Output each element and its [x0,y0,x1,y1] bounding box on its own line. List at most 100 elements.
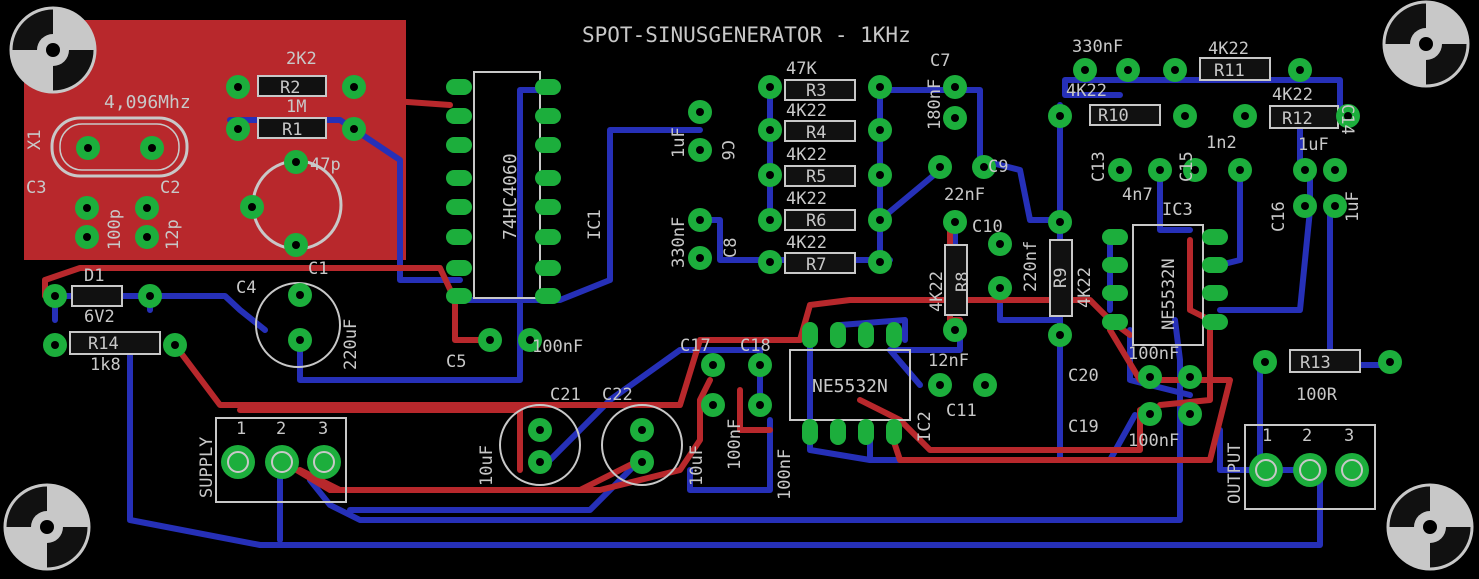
pad-drill [148,144,156,152]
label-c21: C21 [550,385,581,405]
label-ic3-part: NE5532N [1159,258,1179,330]
pad-drill [1331,202,1339,210]
pad-drill [1344,112,1352,120]
label-r7: R7 [806,255,826,275]
label-supply-pin2: 2 [276,419,286,439]
label-c6-value: 1uF [669,127,689,158]
d1-body [71,285,123,307]
mount-hole-tl [9,6,97,94]
label-r8-value: 4K22 [927,271,947,312]
label-c4: C4 [236,278,256,298]
label-ic1-part: 74HC4060 [500,153,521,240]
ic-pad [886,419,902,445]
pad-drill [996,284,1004,292]
label-c18: C18 [740,336,771,356]
label-r13-value: 100R [1296,385,1338,405]
ic-pad [1102,229,1128,245]
pad-drill [766,126,774,134]
terminal-screw [1255,459,1277,481]
label-c12-value: 330nF [1072,37,1123,57]
ic-pad [1202,314,1228,330]
label-c3-value: 100p [105,209,125,250]
output-terminal-body [1244,424,1376,510]
pad-drill [936,381,944,389]
pad-drill [951,218,959,226]
pad-drill [696,254,704,262]
ic-pad [535,108,561,124]
label-c21-value: 10uF [477,445,497,486]
terminal-pad [1335,453,1369,487]
pad-drill [876,83,884,91]
label-r4-value: 4K22 [786,101,827,121]
terminal-screw [227,451,249,473]
label-r8: R8 [953,272,973,292]
label-c22-value: 10uF [687,445,707,486]
pad-drill [980,163,988,171]
silkscreen-text: SPOT-SINUSGENERATOR - 1KHz 4,096Mhz X1 2… [25,23,1363,504]
r14-body [69,331,161,355]
r13-body [1289,349,1361,373]
terminal-screw [271,451,293,473]
label-d1-value: 6V2 [84,307,115,327]
label-r11: R11 [1214,61,1245,81]
label-r12-value: 4K22 [1272,85,1313,105]
crystal-x1-body [50,116,189,178]
label-c9: C9 [988,157,1008,177]
label-output: OUTPUT [1225,443,1245,504]
ic3-body [1132,224,1204,346]
r11-body [1199,57,1271,81]
label-output-pin3: 3 [1344,426,1354,446]
ic-pad [1102,314,1128,330]
ic2-body [789,349,911,421]
label-c11: C11 [946,401,977,421]
component-bodies [50,57,1376,510]
r10-body [1089,104,1161,126]
label-r12: R12 [1282,109,1313,129]
pad-drill [1191,166,1199,174]
label-r10: R10 [1098,106,1129,126]
pad-drill [234,125,242,133]
ic-pad [446,199,472,215]
ic-pad [446,288,472,304]
label-r6-value: 4K22 [786,189,827,209]
pad-drill [526,336,534,344]
pad-drill [766,83,774,91]
label-c2-value: 12p [163,219,183,250]
pad-drill [696,108,704,116]
label-c20-value: 100nF [1128,344,1179,364]
mount-hole-bl [3,483,91,571]
label-ic2-part: NE5532N [812,376,888,397]
terminal-pad [1249,453,1283,487]
label-c10: C10 [972,217,1003,237]
pad-drill [84,144,92,152]
pad-drill [1301,166,1309,174]
supply-terminal-body [215,417,347,503]
label-c8: C8 [721,238,741,258]
pad-drill [1124,66,1132,74]
label-r14-value: 1k8 [90,355,121,375]
label-c14: C14 [1337,104,1357,135]
label-r1: R1 [282,120,302,140]
pad-drill [981,381,989,389]
terminal-pad [265,445,299,479]
label-c20: C20 [1068,366,1099,386]
pad-drill [1296,66,1304,74]
label-ic3: IC3 [1162,200,1193,220]
label-supply-pin1: 1 [236,419,246,439]
pad-drill [1386,358,1394,366]
pad-drill [1056,112,1064,120]
pad-drill [1146,373,1154,381]
pad-drill [951,326,959,334]
pad-drill [638,458,646,466]
pad-drill [1181,112,1189,120]
label-r11-value: 4K22 [1208,39,1249,59]
terminal-pad [1293,453,1327,487]
label-c6: C6 [717,140,737,160]
label-c7: C7 [930,51,950,71]
pad-drill [996,240,1004,248]
pad-drill [143,204,151,212]
pad-drill [143,233,151,241]
pad-drill [951,83,959,91]
ic-pad [802,322,818,348]
label-c13: C13 [1089,151,1109,182]
